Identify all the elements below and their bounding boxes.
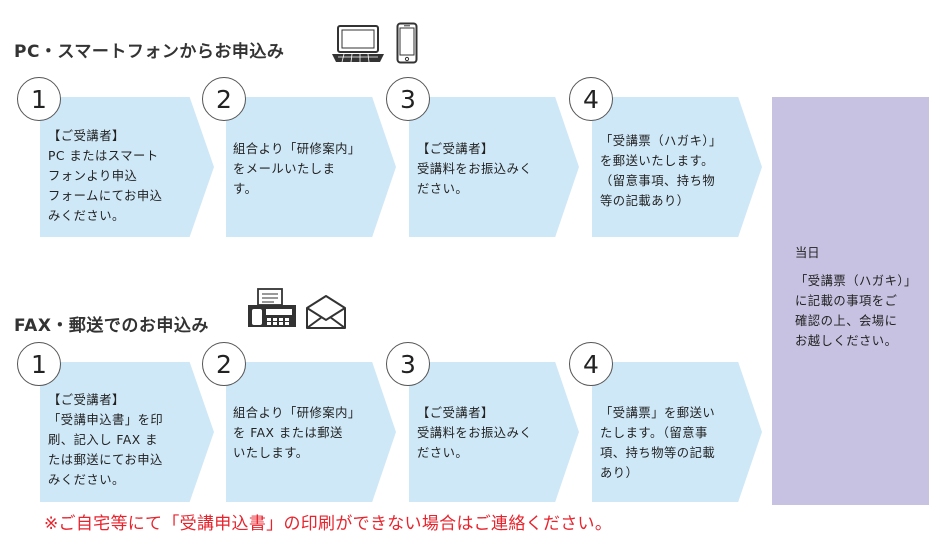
fax-step-1-number: 1	[17, 342, 61, 386]
final-day-text: 「受講票（ハガキ）」 に記載の事項をご 確認の上、会場に お越しください。	[795, 274, 917, 348]
envelope-icon	[306, 295, 346, 329]
fax-icon	[248, 288, 296, 327]
pc-step-2-number: 2	[202, 77, 246, 121]
print-note: ※ご自宅等にて「受講申込書」の印刷ができない場合はご連絡ください。	[44, 514, 613, 534]
laptop-icon	[332, 25, 384, 63]
fax-step-1-text: 【ご受講者】 「受講申込書」を印 刷、記入し FAX ま たは郵送にてお申込 み…	[48, 393, 164, 487]
fax-step-4-box	[592, 362, 762, 502]
fax-step-3-text: 【ご受講者】 受講料をお振込みく ださい。	[417, 406, 533, 460]
pc-step-3-text: 【ご受講者】 受講料をお振込みく ださい。	[417, 142, 533, 196]
pc-step-3-box	[409, 97, 579, 237]
pc-step-2-text: 組合より「研修案内」 をメールいたしま す。	[233, 142, 361, 196]
fax-step-4-number: 4	[569, 342, 613, 386]
final-day-box	[772, 97, 929, 505]
fax-step-3-number: 3	[386, 342, 430, 386]
final-day-title: 当日	[795, 246, 820, 260]
pc-step-3-number: 3	[386, 77, 430, 121]
pc-section-title: PC・スマートフォンからお申込み	[14, 42, 285, 62]
fax-step-2-box	[226, 362, 396, 502]
pc-step-1-number: 1	[17, 77, 61, 121]
pc-step-4-text: 「受講票（ハガキ）」 を郵送いたします。 （留意事項、持ち物 等の記載あり）	[600, 134, 722, 208]
fax-step-2-text: 組合より「研修案内」 を FAX または郵送 いたします。	[233, 406, 361, 460]
fax-step-1-box	[40, 362, 214, 502]
fax-step-3-box	[409, 362, 579, 502]
pc-step-1-box	[40, 97, 214, 237]
pc-step-4-number: 4	[569, 77, 613, 121]
pc-step-4-box	[592, 97, 762, 237]
pc-step-2-box	[226, 97, 396, 237]
fax-step-4-text: 「受講票」を郵送い たします。（留意事 項、持ち物等の記載 あり）	[600, 406, 716, 480]
smartphone-icon	[396, 22, 418, 64]
fax-section-title: FAX・郵送でのお申込み	[14, 316, 209, 336]
fax-step-2-number: 2	[202, 342, 246, 386]
pc-step-1-text: 【ご受講者】 PC またはスマート フォンより申込 フォームにてお申込 みくださ…	[48, 129, 163, 223]
